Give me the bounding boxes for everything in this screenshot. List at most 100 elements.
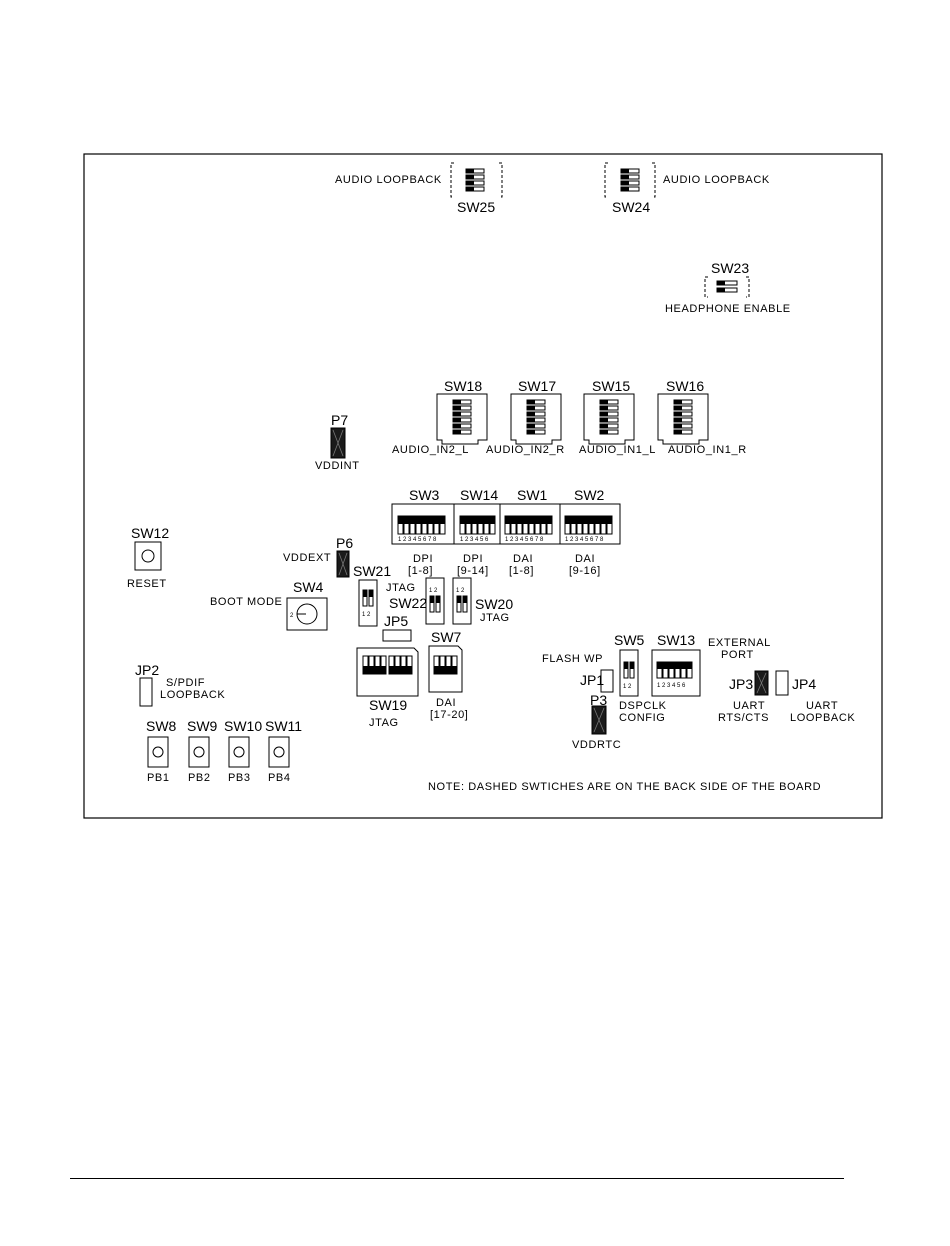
port-label: PORT: [721, 649, 754, 661]
dai-a-range-label: [1-8]: [509, 565, 534, 577]
sw2-switch[interactable]: 1 2 3 4 5 6 7 8: [559, 503, 621, 545]
jp2-label: JP2: [135, 662, 159, 678]
sw1-position-numbers: 1 2 3 4 5 6 7 8: [505, 537, 544, 543]
rts-cts-label: RTS/CTS: [718, 712, 769, 724]
sw17-switch[interactable]: [510, 393, 562, 445]
sw4-rotary-switch[interactable]: 2: [286, 597, 328, 631]
sw1-switch[interactable]: 1 2 3 4 5 6 7 8: [499, 503, 561, 545]
sw3-switch[interactable]: 1 2 3 4 5 6 7 8: [391, 503, 455, 545]
sw15-switch[interactable]: [583, 393, 635, 445]
sw22-label: SW22: [389, 595, 427, 611]
p7-label: P7: [331, 412, 348, 428]
sw7-switch[interactable]: [428, 645, 463, 693]
sw12-reset-button[interactable]: [134, 541, 162, 571]
sw15-label: SW15: [592, 378, 630, 394]
pb4-label: PB4: [268, 772, 291, 784]
footer-rule: [70, 1178, 844, 1179]
external-label: EXTERNAL: [708, 637, 771, 649]
p3-jumper[interactable]: [591, 705, 607, 735]
sw17-label: SW17: [518, 378, 556, 394]
p7-jumper[interactable]: [330, 427, 346, 459]
audio-in1-r-label: AUDIO_IN1_R: [668, 444, 747, 456]
audio-loopback-right-label: AUDIO LOOPBACK: [663, 174, 770, 186]
uart-b-label: UART: [806, 700, 838, 712]
board-outline: [83, 153, 883, 819]
sw14-switch[interactable]: 1 2 3 4 5 6: [453, 503, 501, 545]
dpi-b-label: DPI: [463, 553, 483, 565]
audio-loopback-left-label: AUDIO LOOPBACK: [335, 174, 442, 186]
jp5-label: JP5: [384, 613, 408, 629]
note-text: NOTE: DASHED SWTICHES ARE ON THE BACK SI…: [428, 781, 821, 793]
jtag-sw21-label: JTAG: [386, 582, 416, 594]
dai-c-range-label: [17-20]: [430, 709, 468, 721]
jp1-label: JP1: [580, 672, 604, 688]
sw13-switch[interactable]: 1 2 3 4 5 6: [651, 649, 701, 697]
dai-a-label: DAI: [513, 553, 533, 565]
sw16-label: SW16: [666, 378, 704, 394]
sw3-label: SW3: [409, 487, 440, 503]
sw11-label: SW11: [265, 718, 302, 734]
sw9-pb2-button[interactable]: [188, 736, 210, 768]
sw23-label: SW23: [711, 260, 749, 276]
jp4-label: JP4: [792, 676, 816, 692]
sw2-position-numbers: 1 2 3 4 5 6 7 8: [565, 537, 604, 543]
sw13-position-numbers: 1 2 3 4 5 6: [657, 683, 686, 689]
jp4-jumper[interactable]: [775, 670, 789, 696]
sw13-label: SW13: [657, 632, 695, 648]
sw19-switch[interactable]: [356, 647, 419, 697]
sw20-switch[interactable]: 1 2: [452, 577, 472, 625]
jtag-sw19-label: JTAG: [369, 717, 399, 729]
p3-label: P3: [590, 692, 607, 708]
boot-mode-label: BOOT MODE: [210, 596, 282, 608]
sw14-label: SW14: [460, 487, 498, 503]
spdif-label: S/PDIF: [166, 677, 205, 689]
p6-jumper[interactable]: [336, 550, 350, 578]
pb1-label: PB1: [147, 772, 170, 784]
sw18-label: SW18: [444, 378, 482, 394]
sw1-label: SW1: [517, 487, 548, 503]
sw21-position-numbers: 1 2: [362, 612, 371, 618]
sw25-switch[interactable]: [450, 162, 503, 198]
sw5-switch[interactable]: 1 2: [619, 649, 639, 697]
pb2-label: PB2: [188, 772, 211, 784]
loopback-jp4-label: LOOPBACK: [790, 712, 855, 724]
sw7-label: SW7: [431, 629, 462, 645]
sw22-switch[interactable]: 1 2: [425, 577, 445, 625]
dai-b-range-label: [9-16]: [569, 565, 601, 577]
loopback-jp2-label: LOOPBACK: [160, 689, 225, 701]
dai-c-label: DAI: [436, 697, 456, 709]
sw8-pb1-button[interactable]: [147, 736, 169, 768]
reset-label: RESET: [127, 578, 167, 590]
sw22-position-numbers: 1 2: [429, 588, 438, 594]
vddint-label: VDDINT: [315, 460, 360, 472]
sw5-position-numbers: 1 2: [623, 684, 632, 690]
sw2-label: SW2: [574, 487, 605, 503]
sw24-label: SW24: [612, 199, 650, 215]
jtag-sw20-label: JTAG: [480, 612, 510, 624]
sw4-position-number: 2: [290, 613, 294, 619]
dpi-a-label: DPI: [413, 553, 433, 565]
jp3-label: JP3: [729, 676, 753, 692]
jp1-jumper[interactable]: [600, 669, 614, 693]
jp2-jumper[interactable]: [139, 677, 153, 707]
sw10-pb3-button[interactable]: [228, 736, 250, 768]
sw21-switch[interactable]: 1 2: [358, 579, 378, 627]
audio-in2-l-label: AUDIO_IN2_L: [392, 444, 469, 456]
sw16-switch[interactable]: [657, 393, 709, 445]
sw8-label: SW8: [146, 718, 177, 734]
sw21-label: SW21: [353, 563, 391, 579]
sw9-label: SW9: [187, 718, 218, 734]
sw23-switch[interactable]: [704, 276, 750, 298]
sw18-switch[interactable]: [436, 393, 488, 445]
sw5-label: SW5: [614, 632, 645, 648]
sw25-label: SW25: [457, 199, 495, 215]
pb3-label: PB3: [228, 772, 251, 784]
dpi-b-range-label: [9-14]: [457, 565, 489, 577]
jp3-jumper[interactable]: [754, 670, 769, 696]
jp5-jumper[interactable]: [382, 629, 412, 642]
sw24-switch[interactable]: [604, 162, 656, 198]
vddext-label: VDDEXT: [283, 552, 331, 564]
dpi-a-range-label: [1-8]: [408, 565, 433, 577]
sw11-pb4-button[interactable]: [268, 736, 290, 768]
